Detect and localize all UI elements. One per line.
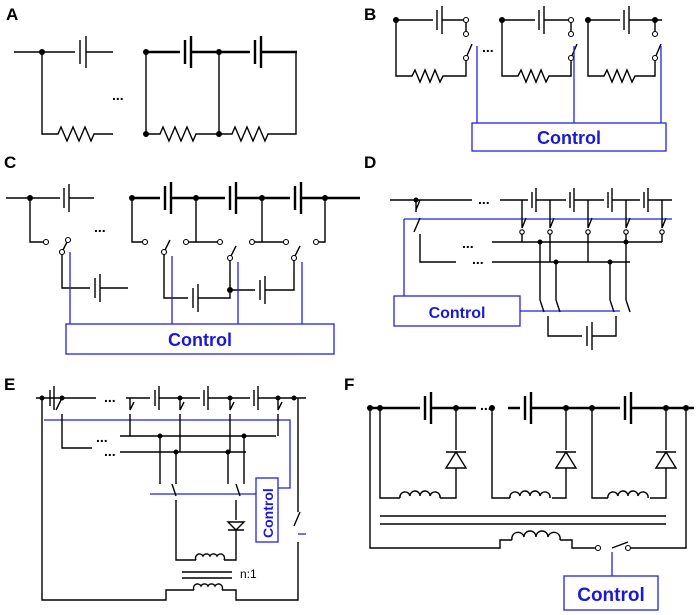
- panel-b-control-box: Control: [537, 128, 601, 148]
- svg-text:...: ...: [96, 429, 108, 445]
- panel-e-ratio: n:1: [240, 567, 257, 581]
- panel-c-control-box: Control: [168, 330, 232, 350]
- panel-e-ellipsis: ...: [104, 389, 116, 405]
- panel-d-label: D: [364, 153, 376, 172]
- panel-f-control-box: Control: [577, 585, 645, 606]
- svg-text:...: ...: [472, 251, 484, 267]
- svg-text:...: ...: [462, 235, 474, 251]
- panel-f-label: F: [344, 375, 354, 394]
- panel-e-label: E: [4, 375, 15, 394]
- panel-e: E ... ... ... Control n:1: [4, 375, 306, 601]
- panel-b: B ... Control: [364, 5, 667, 152]
- panel-d-ellipsis: ...: [478, 191, 490, 207]
- svg-text:...: ...: [104, 443, 116, 459]
- panel-c-label: C: [4, 153, 16, 172]
- panel-c-ellipsis: ...: [94, 219, 106, 235]
- panel-d: D ... ... ... Control: [364, 153, 672, 350]
- panel-e-control-box: Control: [260, 488, 276, 538]
- panel-d-control-box: Control: [429, 305, 486, 322]
- panel-b-ellipsis: ...: [482, 39, 494, 55]
- panel-a: A ...: [6, 5, 297, 143]
- panel-c: C ... Control: [4, 153, 360, 355]
- panel-a-ellipsis: ...: [112, 87, 124, 103]
- panel-f-ellipsis: ...: [480, 397, 492, 413]
- panel-a-label: A: [6, 5, 18, 24]
- panel-f: F ... Control: [344, 375, 694, 611]
- panel-b-label: B: [364, 5, 376, 24]
